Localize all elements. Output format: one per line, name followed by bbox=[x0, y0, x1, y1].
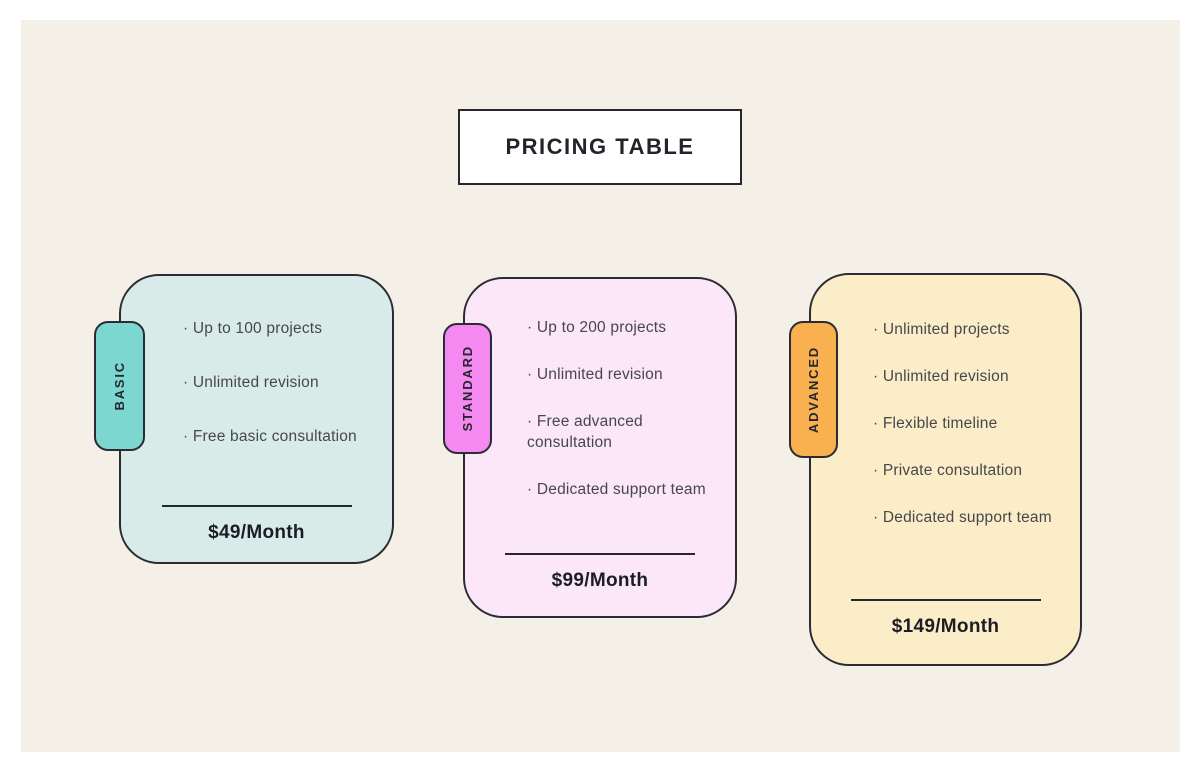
plan-name-standard: STANDARD bbox=[460, 345, 475, 432]
feature-item: · Private consultation bbox=[873, 462, 1023, 479]
feature-list: · Up to 200 projects · Unlimited revisio… bbox=[465, 279, 735, 526]
plan-name-basic: BASIC bbox=[112, 361, 127, 411]
feature-list: · Up to 100 projects · Unlimited revisio… bbox=[121, 276, 392, 480]
feature-item: · Free advanced consultation bbox=[527, 413, 643, 451]
pricing-card-basic: · Up to 100 projects · Unlimited revisio… bbox=[119, 274, 394, 564]
plan-tab-standard: STANDARD bbox=[443, 323, 492, 454]
feature-item: · Up to 100 projects bbox=[183, 320, 323, 337]
plan-tab-basic: BASIC bbox=[94, 321, 145, 451]
feature-item: · Dedicated support team bbox=[873, 509, 1052, 526]
feature-item: · Unlimited revision bbox=[183, 374, 319, 391]
feature-item: · Unlimited projects bbox=[873, 321, 1010, 338]
price-divider bbox=[161, 505, 352, 507]
feature-item: · Unlimited revision bbox=[527, 366, 663, 383]
title-box: PRICING TABLE bbox=[458, 109, 742, 185]
feature-item: · Up to 200 projects bbox=[527, 319, 667, 336]
feature-item: · Dedicated support team bbox=[527, 481, 706, 498]
page-title: PRICING TABLE bbox=[505, 134, 695, 159]
feature-item: · Unlimited revision bbox=[873, 368, 1009, 385]
price-section: $149/Month bbox=[811, 599, 1080, 664]
feature-item: · Free basic consultation bbox=[183, 428, 357, 445]
plan-tab-advanced: ADVANCED bbox=[789, 321, 838, 458]
price-section: $49/Month bbox=[121, 505, 392, 562]
price-divider bbox=[505, 553, 695, 555]
feature-item: · Flexible timeline bbox=[873, 415, 998, 432]
price-basic: $49/Month bbox=[208, 522, 305, 543]
pricing-card-standard: · Up to 200 projects · Unlimited revisio… bbox=[463, 277, 737, 618]
price-standard: $99/Month bbox=[551, 570, 649, 591]
price-advanced: $149/Month bbox=[891, 616, 1000, 637]
feature-list: · Unlimited projects · Unlimited revisio… bbox=[811, 275, 1080, 554]
price-section: $99/Month bbox=[465, 553, 735, 616]
pricing-card-advanced: · Unlimited projects · Unlimited revisio… bbox=[809, 273, 1082, 666]
plan-name-advanced: ADVANCED bbox=[806, 345, 821, 434]
price-divider bbox=[850, 599, 1041, 601]
